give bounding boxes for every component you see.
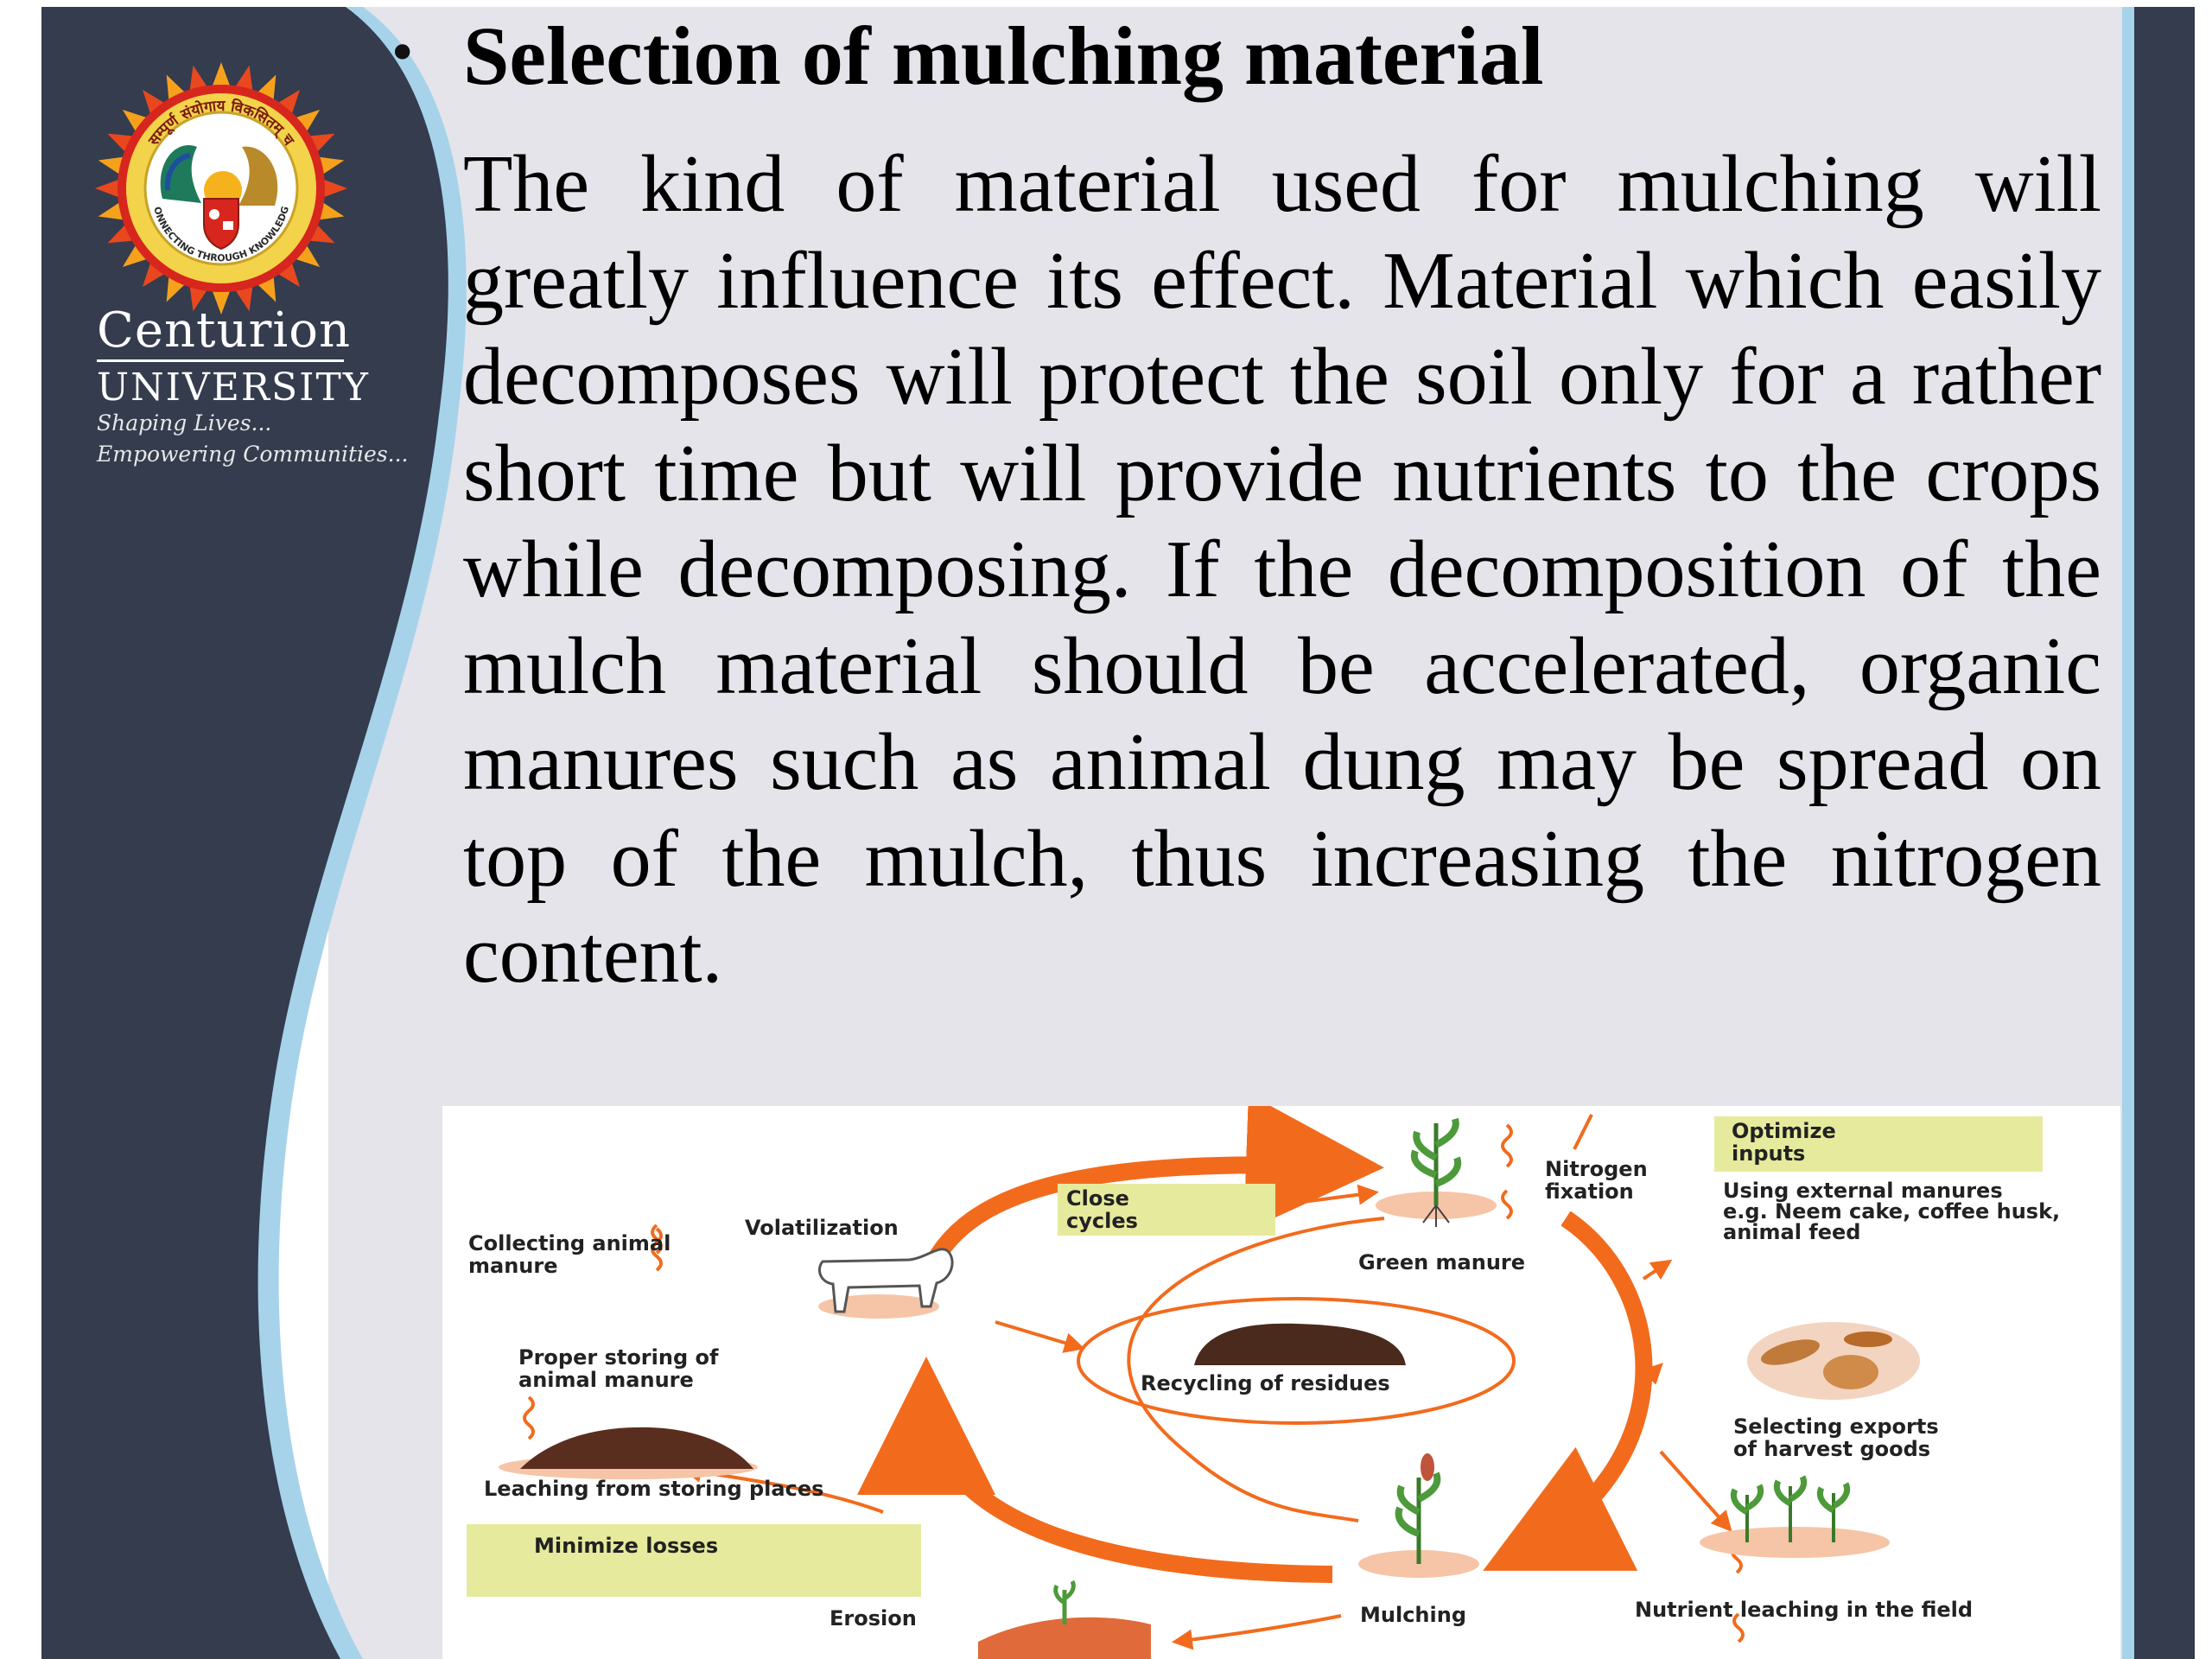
- slide-heading: Selection of mulching material: [463, 10, 1544, 102]
- cycle-arrow-bottom: [857, 1357, 1333, 1583]
- logo-flame: [295, 244, 321, 268]
- label-nutrient-leaching: Nutrient leaching in the field: [1635, 1598, 1974, 1622]
- logo-flame: [189, 65, 208, 92]
- label-leaching-storing-places: Leaching from storing places: [484, 1477, 824, 1501]
- logo-flame: [122, 244, 148, 268]
- squiggle-nitrogen: [1501, 1123, 1513, 1168]
- green-manure-plant-icon: [1376, 1117, 1497, 1227]
- diagram-graphics: [499, 1106, 1920, 1659]
- logo-flame: [295, 109, 321, 133]
- recycling-ellipse: [1077, 1297, 1516, 1425]
- label-erosion: Erosion: [830, 1606, 917, 1630]
- logo-flame: [95, 179, 120, 198]
- label-volatilization: Volatilization: [745, 1216, 899, 1240]
- label-proper-storing: Proper storing of animal manure: [518, 1345, 719, 1392]
- tagline-line2: Empowering Communities...: [97, 442, 409, 467]
- left-navy-wave: [41, 7, 448, 1659]
- cow-icon: [818, 1248, 954, 1319]
- logo-flame-ring: [95, 62, 347, 315]
- label-green-manure: Green manure: [1358, 1250, 1526, 1274]
- logo-flame: [189, 285, 208, 312]
- nutrient-cycle-diagram: Collecting animal manure Volatilization …: [442, 1106, 2120, 1659]
- logo-flame: [234, 285, 253, 312]
- logo-flame: [322, 179, 347, 198]
- residue-heap-icon: [1194, 1323, 1406, 1365]
- university-name-line2: UNIVERSITY: [97, 365, 370, 410]
- field-crops-icon: [1700, 1475, 1890, 1558]
- squiggle-storage: [523, 1395, 535, 1440]
- logo-flame: [98, 201, 124, 220]
- cycle-arrow-top: [918, 1106, 1384, 1282]
- label-selecting-exports: Selecting exports of harvest goods: [1733, 1414, 1939, 1461]
- label-mulching: Mulching: [1360, 1603, 1466, 1627]
- label-recycling-of-residues: Recycling of residues: [1141, 1371, 1390, 1395]
- logo-flame: [276, 89, 301, 115]
- logo-flame: [122, 109, 148, 133]
- squiggle-volatilization: [651, 1224, 663, 1255]
- logo-flame: [212, 289, 231, 315]
- logo-flame: [98, 156, 124, 175]
- university-tagline: Shaping Lives... Empowering Communities.…: [97, 408, 409, 470]
- logo-flame: [318, 156, 345, 175]
- university-name-line1: Centurion: [97, 304, 350, 362]
- bird-icon: [238, 146, 278, 206]
- logo-flame: [142, 89, 166, 115]
- logo-flame: [234, 65, 253, 92]
- logo-flame: [276, 262, 301, 288]
- erosion-icon: [978, 1580, 1151, 1659]
- logo-flame: [142, 262, 166, 288]
- label-using-external-manures: Using external manures e.g. Neem cake, c…: [1723, 1179, 2061, 1244]
- university-logo: सम्पूर्ण संयोगाय विकसितम् च CONNECTING T…: [93, 60, 347, 315]
- label-nitrogen-fixation: Nitrogen fixation: [1545, 1157, 1648, 1204]
- mulching-plant-icon: [1358, 1453, 1479, 1578]
- box-minimize-losses: Minimize losses: [467, 1524, 921, 1597]
- logo-flame: [212, 62, 231, 87]
- box-optimize-inputs: Optimize inputs: [1714, 1116, 2043, 1172]
- heading-bullet: •: [387, 23, 418, 84]
- harvest-goods-icon: [1747, 1322, 1920, 1400]
- manure-heap-storage-icon: [499, 1427, 758, 1479]
- logo-flame: [318, 201, 345, 220]
- peacock-icon: [160, 145, 201, 203]
- box-close-cycles: Close cycles: [1058, 1184, 1275, 1236]
- university-name: Centurion UNIVERSITY: [97, 304, 370, 412]
- body-paragraph: The kind of material used for mulching w…: [463, 139, 2101, 1000]
- label-collecting-animal-manure: Collecting animal manure: [468, 1231, 671, 1278]
- tagline-line1: Shaping Lives...: [97, 410, 272, 435]
- right-navy-bar: [2134, 7, 2195, 1659]
- cycle-arrow-right: [1483, 1211, 1653, 1571]
- right-blue-line: [2122, 7, 2134, 1659]
